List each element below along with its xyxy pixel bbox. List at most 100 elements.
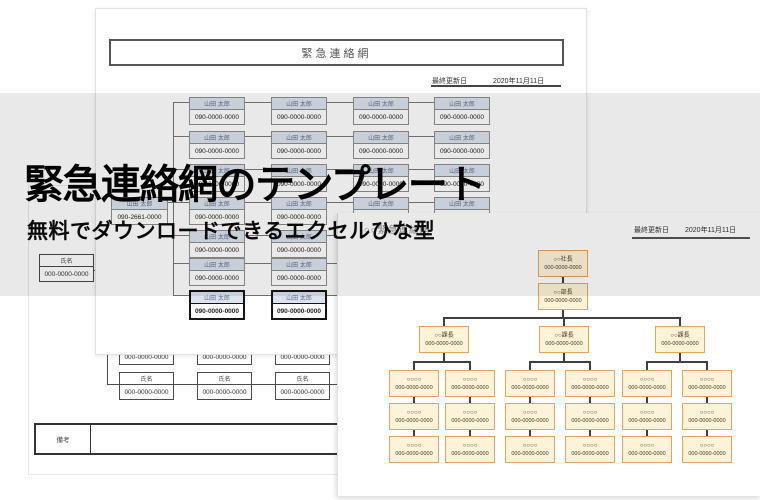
org-box: ○○○○000-0000-0000: [445, 403, 495, 430]
connector-line: [706, 430, 708, 436]
org-role: ○○部長: [553, 289, 573, 296]
org-phone: 000-0000-0000: [395, 417, 433, 424]
org-phone: 000-0000-0000: [545, 340, 583, 347]
contact-phone: 090-0000-0000: [190, 210, 244, 224]
updated-label: 最終更新日: [634, 227, 669, 234]
date-underline: [632, 237, 750, 239]
connector-line: [173, 384, 197, 385]
contact-name: 山田 太郎: [272, 198, 326, 210]
connector-line: [245, 169, 271, 170]
origin-contact-box: 山田 太郎 090-2661-0000: [111, 197, 168, 225]
contact-name: 山田 太郎: [354, 198, 408, 210]
connector-line: [589, 397, 591, 403]
org-phone: 000-0000-0000: [571, 417, 609, 424]
contact-name: 山田 太郎: [190, 259, 244, 271]
org-phone: 000-0000-0000: [688, 417, 726, 424]
org-phone: 000-0000-0000: [628, 417, 666, 424]
connector-line: [563, 317, 565, 326]
connector-line: [107, 384, 119, 385]
page-title: 緊急連絡網のテンプレート: [24, 163, 486, 207]
connector-line: [327, 202, 353, 203]
connector-line: [529, 361, 591, 363]
org-role: ○○○○: [522, 376, 538, 383]
sheet-title: 緊急連絡網: [301, 47, 372, 60]
contact-phone: 000-0000-0000: [280, 353, 325, 361]
contact-box: 氏名 000-0000-0000: [39, 254, 94, 282]
org-box: ○○○○000-0000-0000: [682, 370, 732, 397]
contact-name: 山田 太郎: [435, 198, 489, 210]
remarks-table: 備考: [34, 423, 350, 455]
contact-phone: 000-0000-0000: [202, 353, 247, 361]
connector-line: [443, 317, 445, 326]
contact-name: 山田 太郎: [190, 132, 244, 144]
org-role: ○○○○: [522, 409, 538, 416]
contact-phone: 000-0000-0000: [124, 353, 169, 361]
org-role: ○○○○: [699, 376, 715, 383]
connector-line: [245, 136, 271, 137]
org-box: ○○○○000-0000-0000: [565, 370, 615, 397]
connector-line: [409, 102, 434, 103]
contact-name: 氏名: [120, 373, 173, 385]
org-box: ○○○○000-0000-0000: [445, 436, 495, 463]
contact-phone: 090-0000-0000: [272, 144, 326, 158]
org-box: ○○○○000-0000-0000: [622, 370, 672, 397]
connector-line: [409, 202, 434, 203]
org-phone: 000-0000-0000: [511, 417, 549, 424]
connector-line: [529, 361, 531, 370]
contact-phone: 000-0000-0000: [202, 388, 247, 396]
connector-line: [563, 353, 565, 361]
connector-line: [245, 102, 271, 103]
org-phone: 000-0000-0000: [628, 450, 666, 457]
connector-line: [469, 430, 471, 436]
connector-line: [173, 169, 189, 170]
org-box: ○○○○000-0000-0000: [389, 436, 439, 463]
org-box: ○○○○000-0000-0000: [389, 403, 439, 430]
org-role: ○○○○: [406, 442, 422, 449]
contact-phone: 090-0000-0000: [190, 110, 244, 124]
org-phone: 000-0000-0000: [511, 384, 549, 391]
connector-line: [646, 361, 648, 370]
org-phone: 000-0000-0000: [544, 297, 582, 304]
connector-line: [469, 361, 471, 370]
org-phone: 000-0000-0000: [628, 384, 666, 391]
org-role: ○○課長: [554, 332, 574, 339]
connector-line: [443, 317, 681, 319]
connector-line: [706, 361, 708, 370]
org-role: ○○○○: [639, 376, 655, 383]
connector-line: [251, 384, 275, 385]
contact-name: 山田 太郎: [272, 259, 326, 271]
org-box: ○○○○000-0000-0000: [565, 403, 615, 430]
org-phone: 000-0000-0000: [451, 384, 489, 391]
org-role: ○○○○: [522, 442, 538, 449]
connector-line: [529, 397, 531, 403]
connector-line: [168, 202, 173, 203]
contact-name: 山田 太郎: [435, 98, 489, 110]
connector-line: [409, 169, 434, 170]
org-box: ○○○○000-0000-0000: [682, 403, 732, 430]
contact-phone: 090-0000-0000: [435, 144, 489, 158]
contact-phone: 090-0000-0000: [272, 177, 326, 191]
org-box: ○○○○000-0000-0000: [565, 436, 615, 463]
org-box: ○○○○000-0000-0000: [389, 370, 439, 397]
connector-line: [173, 102, 174, 295]
contact-phone: 090-0000-0000: [272, 210, 326, 224]
contact-name: 山田 太郎: [272, 98, 326, 110]
page-subtitle: 無料でダウンロードできるエクセルひな型: [27, 220, 436, 243]
connector-line: [706, 397, 708, 403]
contact-phone: 090-2661-0000: [112, 210, 167, 224]
org-box: ○○○○000-0000-0000: [622, 403, 672, 430]
contact-phone: 090-0000-0000: [272, 243, 326, 257]
